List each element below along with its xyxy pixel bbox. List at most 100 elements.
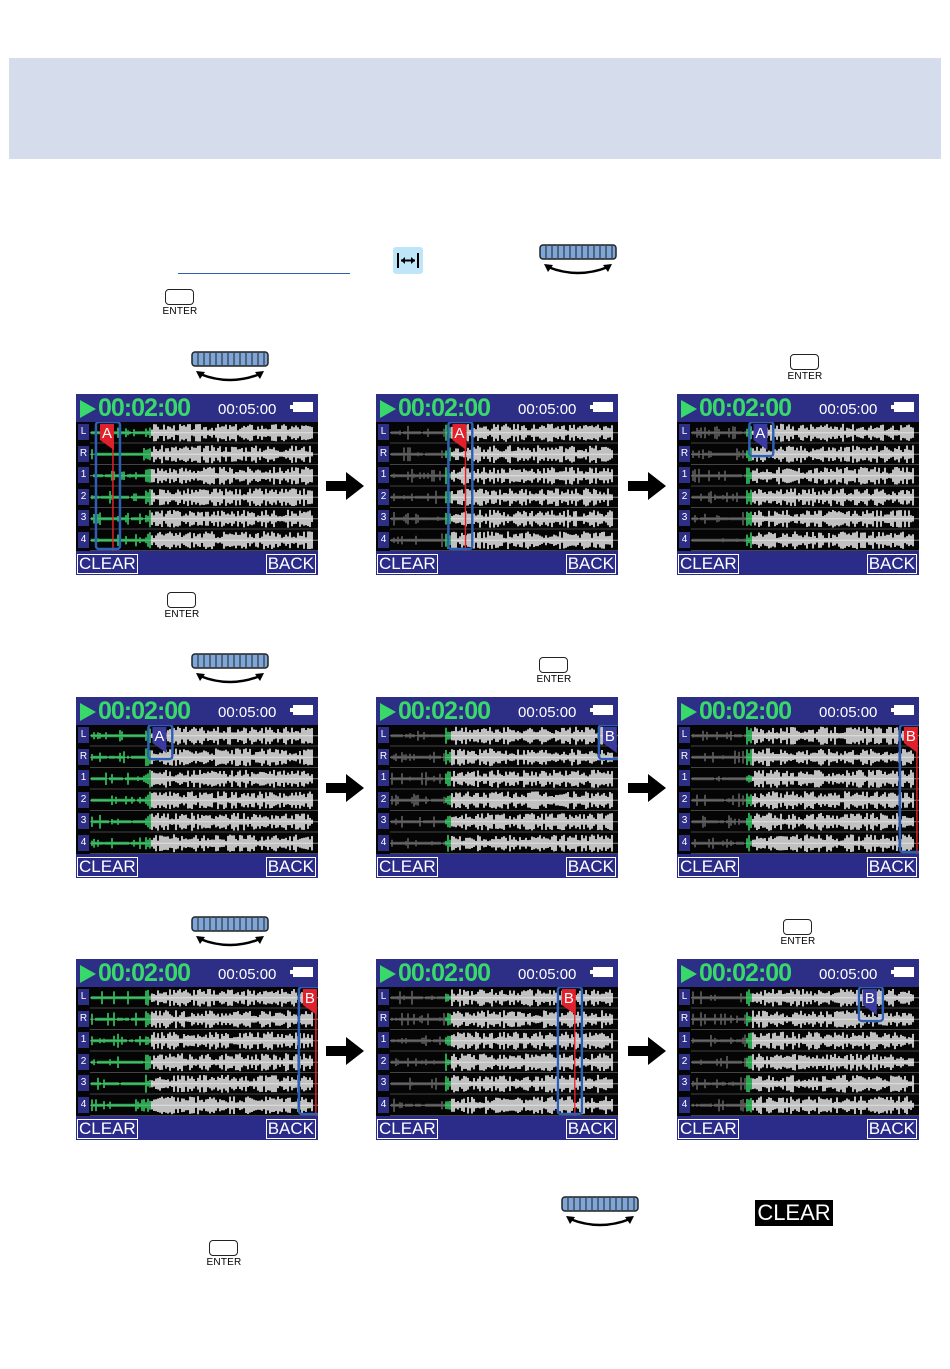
track-label: 2: [78, 1053, 89, 1070]
track-label: 2: [78, 488, 89, 505]
enter-button-icon: ENTER: [785, 354, 825, 384]
marker-letter: A: [102, 425, 112, 442]
clear-button[interactable]: CLEAR: [678, 554, 739, 574]
marker-letter: B: [605, 728, 615, 745]
screen-footer: [376, 854, 618, 878]
waveform-area: A: [376, 420, 618, 551]
play-icon: [681, 965, 697, 983]
battery-icon: [891, 705, 914, 715]
enter-button-icon: ENTER: [160, 289, 200, 319]
track-label: R: [679, 1010, 690, 1027]
screen-footer: [677, 854, 919, 878]
track-label: 3: [679, 510, 690, 526]
track-label: 1: [679, 770, 690, 786]
track-label: 2: [679, 488, 690, 505]
total-time: 00:05:00: [819, 966, 878, 983]
next-step-arrow: [628, 774, 668, 802]
track-label: 4: [378, 531, 389, 548]
screen-footer: [76, 1116, 318, 1140]
battery-icon: [891, 402, 914, 412]
track-label: 4: [78, 1096, 89, 1113]
waveform-svg: A: [90, 723, 318, 854]
dial-icon: [190, 915, 270, 958]
track-label: 1: [78, 770, 89, 786]
battery-icon: [290, 705, 313, 715]
back-button[interactable]: BACK: [265, 857, 316, 877]
track-label: R: [78, 748, 89, 765]
marker-flag: B: [302, 989, 317, 1116]
waveform-svg: B: [691, 985, 919, 1116]
back-button[interactable]: BACK: [265, 554, 316, 574]
waveform-area: B: [376, 985, 618, 1116]
marker-letter: B: [305, 990, 315, 1007]
clear-button[interactable]: CLEAR: [77, 554, 138, 574]
play-icon: [380, 400, 396, 418]
clear-button[interactable]: CLEAR: [377, 857, 438, 877]
enter-button-icon: ENTER: [162, 592, 202, 622]
marker-flag: A: [99, 424, 114, 551]
back-button[interactable]: BACK: [866, 554, 917, 574]
play-icon: [681, 703, 697, 721]
current-time: 00:02:00: [98, 394, 191, 422]
marker-flag: A: [152, 727, 167, 753]
current-time: 00:02:00: [699, 959, 792, 987]
current-time: 00:02:00: [398, 697, 491, 725]
clear-button[interactable]: CLEAR: [77, 1119, 138, 1139]
screen-footer: [76, 551, 318, 575]
track-label: 4: [679, 531, 690, 548]
clear-button[interactable]: CLEAR: [77, 857, 138, 877]
track-label: 1: [78, 467, 89, 483]
link-underline[interactable]: [178, 273, 350, 274]
back-button[interactable]: BACK: [565, 1119, 616, 1139]
current-time: 00:02:00: [398, 394, 491, 422]
track-label: L: [78, 727, 89, 743]
clear-button[interactable]: CLEAR: [377, 554, 438, 574]
track-label: 1: [679, 1032, 690, 1048]
total-time: 00:05:00: [518, 401, 577, 418]
track-label: 2: [78, 791, 89, 808]
waveform-svg: A: [90, 420, 318, 551]
back-button[interactable]: BACK: [265, 1119, 316, 1139]
selection-highlight: [556, 985, 584, 1116]
track-label: 3: [78, 510, 89, 526]
screen-footer: [376, 551, 618, 575]
track-label: L: [679, 424, 690, 440]
back-button[interactable]: BACK: [866, 857, 917, 877]
back-button[interactable]: BACK: [866, 1119, 917, 1139]
track-label: L: [78, 424, 89, 440]
screen-header: [677, 394, 919, 422]
track-label: R: [378, 1010, 389, 1027]
battery-icon: [590, 402, 613, 412]
selection-highlight: [898, 723, 919, 854]
track-label: 3: [679, 1075, 690, 1091]
track-label: L: [78, 989, 89, 1005]
clear-button[interactable]: CLEAR: [678, 857, 739, 877]
total-time: 00:05:00: [518, 704, 577, 721]
waveform-svg: B: [691, 723, 919, 854]
waveform-area: B: [677, 723, 919, 854]
waveform-svg: B: [390, 985, 618, 1116]
clear-button[interactable]: CLEAR: [678, 1119, 739, 1139]
next-step-arrow: [326, 774, 366, 802]
battery-icon: [891, 967, 914, 977]
back-button[interactable]: BACK: [565, 554, 616, 574]
marker-flag: A: [452, 424, 467, 551]
clear-button[interactable]: CLEAR: [377, 1119, 438, 1139]
marker-letter: B: [564, 990, 574, 1007]
track-label: 1: [378, 1032, 389, 1048]
enter-button-icon: ENTER: [204, 1240, 244, 1270]
current-time: 00:02:00: [98, 697, 191, 725]
next-step-arrow: [326, 472, 366, 500]
back-button[interactable]: BACK: [565, 857, 616, 877]
next-step-arrow: [326, 1037, 366, 1065]
play-icon: [681, 400, 697, 418]
current-time: 00:02:00: [699, 394, 792, 422]
total-time: 00:05:00: [819, 704, 878, 721]
screen-header: [677, 697, 919, 725]
selection-highlight: [857, 985, 885, 1023]
screen-header: [376, 959, 618, 987]
